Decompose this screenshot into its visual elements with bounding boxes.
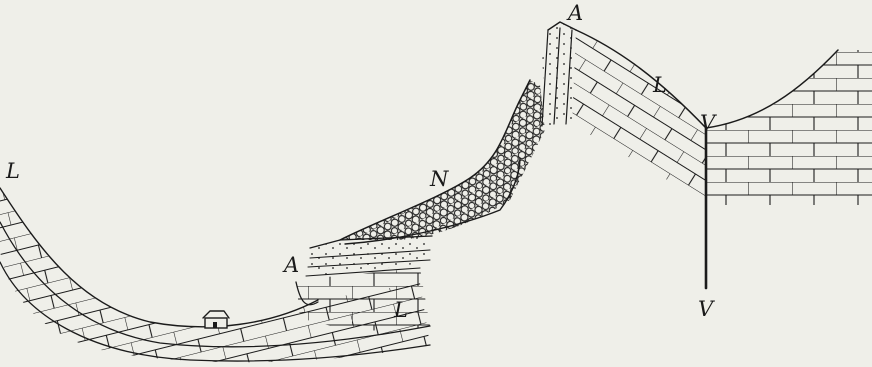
label-fault-top: V [700,111,717,135]
conglomerate-band [340,80,545,244]
label-lower-sandstone: A [282,253,299,277]
upper-limestone [572,30,706,200]
right-limestone-block [706,50,872,205]
house-icon [203,311,229,328]
upper-sandstone-band [542,22,576,126]
lower-limestone [296,268,430,331]
label-upper-limestone: L [652,73,667,97]
label-conglomerate: N [429,167,449,191]
label-fault-bottom: V [698,297,715,321]
label-lower-limestone: L [393,298,408,322]
label-left-limestone: L [5,159,20,183]
label-upper-sandstone: A [566,1,583,25]
